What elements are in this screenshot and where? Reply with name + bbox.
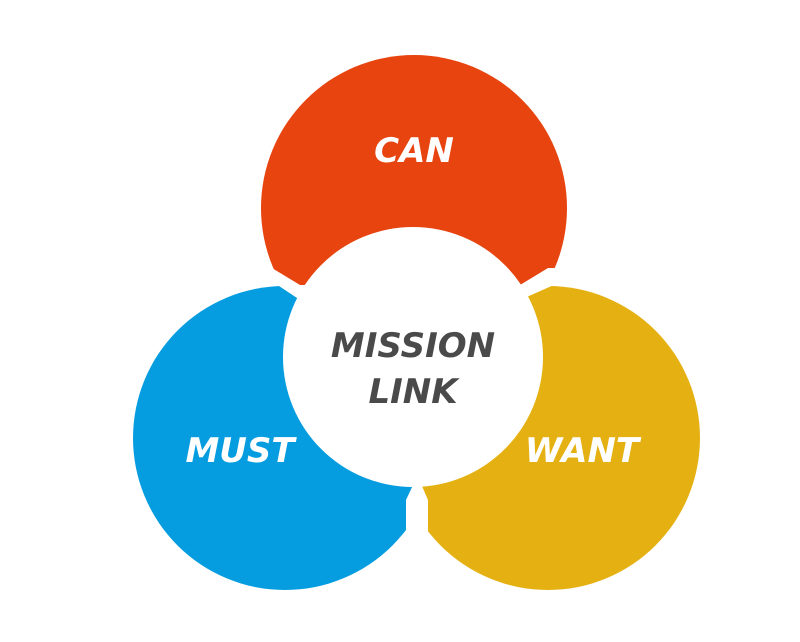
center-label-line1: MISSION bbox=[331, 326, 495, 366]
want-label: WANT bbox=[525, 431, 642, 471]
mission-link-center: MISSION LINK bbox=[283, 227, 543, 487]
center-circle bbox=[283, 227, 543, 487]
can-label: CAN bbox=[374, 131, 454, 171]
center-label-line2: LINK bbox=[368, 372, 460, 412]
must-label: MUST bbox=[185, 431, 297, 471]
